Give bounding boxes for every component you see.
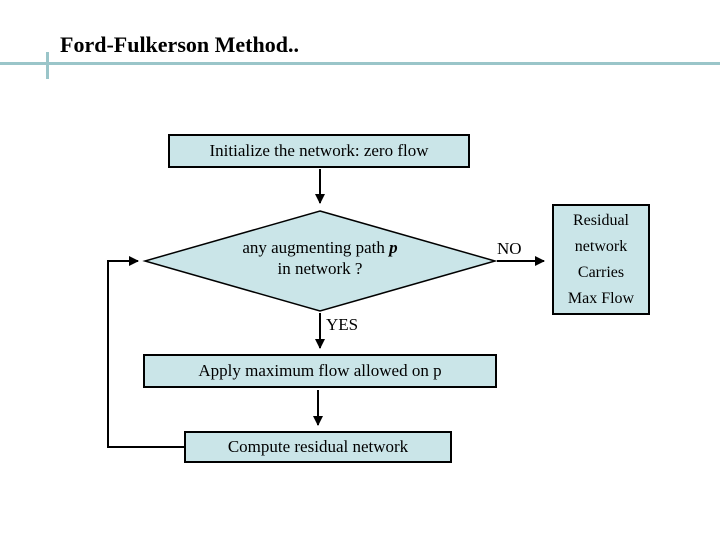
node-compute-residual-network: Compute residual network [184,431,452,463]
decision-line1-variable-p: p [389,238,398,257]
node-decision-text: any augmenting path p in network ? [170,237,470,279]
decision-line1-text: any augmenting path [242,238,390,257]
page-title: Ford-Fulkerson Method.. [60,32,299,57]
node-residual-network-result: Residual network Carries Max Flow [552,204,650,315]
residual-line-4: Max Flow [567,289,635,307]
node-compute-label: Compute residual network [227,437,409,456]
title-divider-line [0,62,720,65]
node-initialize-label: Initialize the network: zero flow [209,141,429,160]
decision-line2: in network ? [277,259,363,278]
edge-label-no: NO [497,239,522,258]
edge-label-yes: YES [326,315,359,334]
residual-line-2: network [574,237,628,255]
residual-line-3: Carries [577,263,625,281]
edge-compute-loopback-to-decision [107,256,184,448]
node-apply-label: Apply maximum flow allowed on p [198,361,442,380]
residual-line-1: Residual [573,211,629,229]
title-divider-tick [46,52,49,79]
node-initialize-network: Initialize the network: zero flow [168,134,470,168]
decision-diamond [142,210,498,312]
node-apply-max-flow: Apply maximum flow allowed on p [143,354,497,388]
decision-line1: any augmenting path p [242,238,397,257]
